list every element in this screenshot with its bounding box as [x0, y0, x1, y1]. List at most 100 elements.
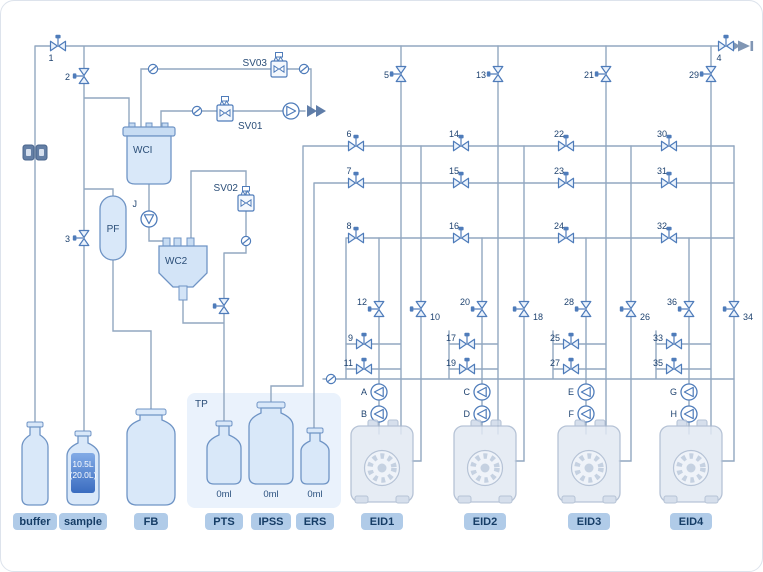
valve-label: 20: [460, 297, 470, 307]
bottle-buffer: [21, 421, 49, 506]
sv03-valve[interactable]: [270, 51, 288, 78]
badge-eid1-label: EID1: [370, 516, 394, 528]
valve-10[interactable]: [410, 302, 426, 317]
pump-label: A: [361, 387, 367, 397]
tp-region-label: TP: [195, 399, 208, 410]
pf-filter: PF: [99, 195, 127, 261]
check-valve: [240, 235, 252, 247]
valve-label: 12: [357, 297, 367, 307]
valve-25[interactable]: [562, 332, 580, 350]
check-valve: [147, 63, 159, 75]
check-valve: [325, 373, 337, 385]
valve-12[interactable]: [368, 302, 384, 317]
valve-35[interactable]: [665, 357, 683, 375]
motor-eid1[interactable]: [351, 420, 413, 503]
wci-label: WCI: [133, 145, 152, 156]
valve-label: 35: [653, 358, 663, 368]
valve-label: 8: [346, 221, 351, 231]
valve-2[interactable]: [73, 69, 89, 84]
ipss-volume: 0ml: [263, 489, 278, 500]
valve-34[interactable]: [723, 302, 739, 317]
motor-eid4[interactable]: [660, 420, 722, 503]
badge-fb: [134, 513, 168, 530]
sv02-valve[interactable]: [237, 185, 255, 212]
valve-label: 3: [65, 234, 70, 244]
badge-eid4-label: EID4: [679, 516, 704, 528]
motor-eid3[interactable]: [558, 420, 620, 503]
badge-eid1: [361, 513, 403, 530]
pipe-eid-columns: [345, 45, 735, 462]
pump-g[interactable]: [680, 383, 698, 401]
pump-label: C: [464, 387, 471, 397]
badge-eid4: [670, 513, 712, 530]
pump-label: G: [670, 387, 677, 397]
pump-a[interactable]: [370, 383, 388, 401]
sv03-label: SV03: [243, 58, 268, 69]
valve-label: 2: [65, 72, 70, 82]
ers-volume: 0ml: [307, 489, 322, 500]
valve-27[interactable]: [562, 357, 580, 375]
badge-buffer-label: buffer: [19, 516, 51, 528]
pump-outlet[interactable]: [282, 102, 300, 120]
pump-label: F: [569, 409, 575, 419]
valve-18[interactable]: [513, 302, 529, 317]
valve-5[interactable]: [390, 67, 406, 82]
valve-label: 9: [348, 333, 353, 343]
valve-label: 1: [48, 53, 53, 63]
valve-4[interactable]: [717, 34, 735, 52]
valve-pts-inlet[interactable]: [213, 299, 229, 314]
bottle-pts: 0ml: [206, 420, 242, 500]
check-valve: [191, 105, 203, 117]
pump-c[interactable]: [473, 383, 491, 401]
valve-label: 5: [384, 70, 389, 80]
valve-labels: 1 2 3 4 5 6 7 8 9 10 11 12 13 14 15 16 1…: [48, 53, 753, 368]
valve-21[interactable]: [595, 67, 611, 82]
wc2-vessel: WC2: [158, 237, 208, 301]
valve-label: 13: [476, 70, 486, 80]
valve-label: 6: [346, 129, 351, 139]
valve-label: 23: [554, 166, 564, 176]
wc2-label: WC2: [165, 256, 188, 267]
valve-label: 4: [716, 53, 721, 63]
valve-label: 11: [344, 358, 353, 368]
bottle-ipss: 0ml: [248, 401, 294, 500]
valve-13[interactable]: [487, 67, 503, 82]
valve-label: 31: [657, 166, 667, 176]
valve-label: 10: [430, 312, 440, 322]
sample-liquid-level: [71, 453, 95, 493]
valve-9[interactable]: [355, 332, 373, 350]
valve-label: 18: [533, 312, 543, 322]
badge-sample-label: sample: [64, 516, 102, 528]
badge-pts: [205, 513, 243, 530]
valve-20[interactable]: [471, 302, 487, 317]
wci-vessel: WCI: [122, 122, 176, 185]
badge-ers-label: ERS: [304, 516, 327, 528]
valve-19[interactable]: [458, 357, 476, 375]
badge-ipss-label: IPSS: [258, 516, 283, 528]
valve-label: 26: [640, 312, 650, 322]
bottle-sample: 10.5L (20.0L): [66, 430, 100, 506]
valve-17[interactable]: [458, 332, 476, 350]
valve-28[interactable]: [575, 302, 591, 317]
valve-36[interactable]: [678, 302, 694, 317]
valve-label: 7: [346, 166, 351, 176]
pump-label: B: [361, 409, 367, 419]
valve-label: 32: [657, 221, 667, 231]
valve-label: 19: [446, 358, 456, 368]
motor-eid2[interactable]: [454, 420, 516, 503]
valve-1[interactable]: [49, 34, 67, 52]
badge-ipss: [251, 513, 291, 530]
sv01-valve[interactable]: [216, 95, 234, 122]
pump-j[interactable]: [140, 210, 158, 228]
pump-e[interactable]: [577, 383, 595, 401]
valve-label: 14: [449, 129, 459, 139]
valve-29[interactable]: [700, 67, 716, 82]
badge-pts-label: PTS: [213, 516, 234, 528]
valve-33[interactable]: [665, 332, 683, 350]
bottle-ers: 0ml: [300, 427, 330, 500]
valve-26[interactable]: [620, 302, 636, 317]
valve-3[interactable]: [73, 231, 89, 246]
valve-label: 16: [449, 221, 459, 231]
sample-volume-current: 10.5L: [72, 459, 94, 469]
valve-11[interactable]: [355, 357, 373, 375]
